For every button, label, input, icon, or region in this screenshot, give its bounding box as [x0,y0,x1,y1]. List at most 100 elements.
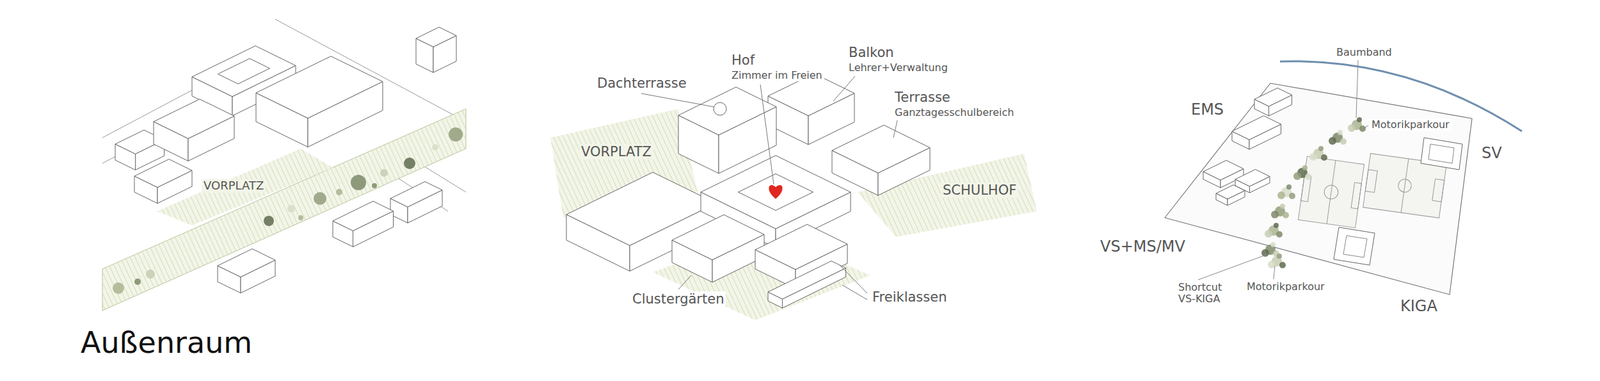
label-slot: Ganztagesschulbereich [892,106,1016,119]
building-roof [256,56,383,119]
tree [1282,211,1289,219]
area-label: VORPLATZ [201,179,266,193]
callout-label: Balkon [846,44,896,61]
building-roof [1254,87,1293,107]
tree [1276,253,1282,259]
building-roof [1235,169,1270,187]
label-slot: VORPLATZ [201,179,266,193]
building-roof [390,181,443,208]
building-label: VS+MS/MV [1098,238,1188,256]
tree [1280,203,1286,209]
drawing-shape [1351,182,1362,209]
tree [448,127,463,142]
building-roof [416,26,457,47]
callout-sublabel: Ganztagesschulbereich [892,106,1016,119]
tree [432,144,439,151]
tree [145,269,155,279]
callout-label: Freiklassen [870,289,949,305]
tree [371,183,377,189]
tree [1273,222,1279,228]
tree [350,174,367,191]
tree [1356,117,1362,123]
label-slot: Baumband [1334,46,1394,59]
drawing-shape [1400,158,1409,213]
drawing-shape [1432,179,1445,203]
leader-line [641,93,715,107]
sports-field [1297,156,1364,228]
tree [1261,248,1270,257]
callout-label: Motorikparkour [1244,280,1327,293]
area-label: VORPLATZ [579,144,654,160]
building-label: SV [1479,144,1504,163]
label-slot: Freiklassen [870,289,949,305]
area-label: SCHULHOF [940,182,1019,198]
tree [336,188,343,196]
label-slot: Hof [729,52,757,68]
tree [380,168,388,177]
drawing-shape [1326,160,1336,224]
label-slot: Balkon [846,44,896,61]
building-roof [332,200,394,231]
tree [1309,152,1318,161]
sports-hall [1428,144,1455,164]
leader-line [1360,125,1369,130]
label-slot: VS+MS/MV [1098,238,1188,256]
kindergarten-building [1333,227,1375,265]
drawing-shape [1397,177,1412,193]
label-slot: Motorikparkour [1369,118,1452,131]
label-slot: SCHULHOF [940,182,1019,198]
building-roof [1216,184,1245,200]
callout-label: Terrasse [892,89,953,105]
tree [1302,165,1308,171]
label-slot: Clustergärten [630,291,726,307]
leader-line [1273,265,1275,280]
site-axonometry [102,19,466,311]
building-label: KIGA [1398,297,1440,316]
callout-label: Shortcut VS-KIGA [1176,281,1233,306]
tree [1320,154,1328,161]
tree [1328,136,1337,145]
tree [1267,260,1276,269]
label-slot: Dachterrasse [595,75,689,91]
drawing-shape [1365,169,1378,193]
tree [112,282,125,294]
label-slot: KIGA [1398,297,1440,316]
kindergarten-building [1343,235,1368,258]
leader-line [678,275,692,290]
callout-label: Clustergärten [630,291,726,307]
tree [1288,192,1296,200]
tree [1293,172,1302,180]
callout-label: Hof [729,52,757,68]
callout-label: Motorikparkour [1369,119,1452,131]
drawing-shape [1297,156,1364,228]
heart-symbol [768,184,783,199]
section-title: Außenraum [80,325,253,361]
building-axonometry [550,73,1037,320]
label-slot: VORPLATZ [579,144,654,160]
callout-label: Dachterrasse [595,75,689,91]
label-slot: Lehrer+Verwaltung [846,61,950,74]
tree-band-line [1280,61,1522,132]
tree [1318,145,1324,152]
courtyard [218,58,271,84]
tree [1340,138,1347,145]
building-roof [217,248,276,278]
label-slot: EMS [1189,101,1226,120]
building-roof [672,214,765,260]
leader-line [760,84,774,185]
leader-line [1356,60,1359,118]
callout-sublabel: Lehrer+Verwaltung [846,62,950,74]
building-roof [1232,115,1282,140]
courtyard [738,173,814,210]
label-slot: Shortcut VS-KIGA [1176,281,1233,306]
tree [1270,241,1276,248]
site-plan [1164,60,1522,295]
forecourt [156,148,333,226]
building-roof [832,124,930,173]
leader-line [842,284,868,300]
tree [1304,173,1312,180]
tree [1271,210,1279,219]
tree [1347,124,1356,132]
sports-hall [1420,137,1463,170]
leader-line [839,264,868,294]
